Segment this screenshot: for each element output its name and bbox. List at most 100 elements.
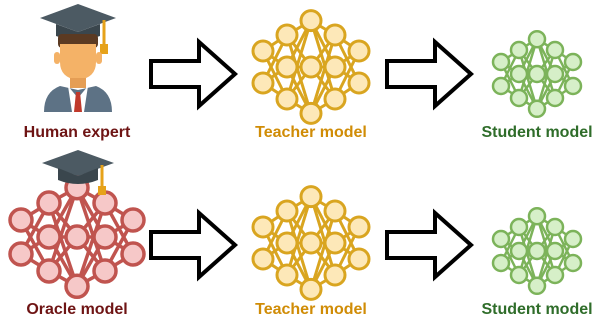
network-node — [527, 206, 547, 226]
network-node — [347, 215, 371, 239]
network-node — [8, 207, 34, 233]
network-edge — [517, 226, 539, 287]
network-node — [299, 9, 323, 33]
network-edge — [285, 196, 313, 276]
network-node — [509, 265, 529, 285]
network-node — [347, 39, 371, 63]
network-node — [36, 258, 62, 284]
network-node — [323, 87, 347, 111]
network-node — [563, 229, 583, 249]
network-node — [92, 224, 118, 250]
arrows — [149, 37, 475, 282]
network-node — [299, 55, 323, 79]
network-edge — [285, 34, 313, 114]
network-node — [299, 277, 323, 301]
network-node — [563, 253, 583, 273]
network-node — [491, 76, 511, 96]
network-node — [527, 241, 547, 261]
network-node — [545, 40, 565, 60]
network-node — [120, 241, 146, 267]
network-edge — [47, 202, 79, 287]
network-node — [64, 224, 90, 250]
network-node — [563, 76, 583, 96]
arrow-icon — [149, 37, 239, 111]
network-node — [509, 40, 529, 60]
network-node — [545, 217, 565, 237]
student-model-label: Student model — [481, 301, 593, 318]
teacher-model-label: Teacher model — [255, 124, 367, 141]
network-edge — [75, 202, 107, 287]
network-node — [491, 229, 511, 249]
network-node — [323, 231, 347, 255]
network-node — [347, 71, 371, 95]
network-node — [92, 190, 118, 216]
network-node — [545, 88, 565, 108]
network-node — [299, 231, 323, 255]
network-node — [64, 273, 90, 300]
network-node — [527, 29, 547, 49]
network-edge — [535, 49, 557, 110]
student-network-icon — [491, 29, 583, 119]
network-node — [491, 52, 511, 72]
network-edge — [535, 226, 557, 287]
network-node — [92, 258, 118, 284]
network-node — [491, 253, 511, 273]
network-node — [347, 247, 371, 271]
network-node — [299, 101, 323, 125]
graduation-cap-icon — [42, 150, 114, 195]
network-edge — [535, 215, 557, 276]
network-node — [527, 99, 547, 119]
human-expert-icon — [40, 4, 116, 112]
network-edge — [309, 196, 337, 276]
teacher-network-icon — [251, 185, 371, 301]
network-node — [275, 199, 299, 223]
network-node — [36, 224, 62, 250]
network-node — [120, 207, 146, 233]
network-edge — [517, 215, 539, 276]
network-node — [509, 241, 529, 261]
network-edge — [535, 38, 557, 99]
network-node — [275, 263, 299, 287]
network-node — [275, 23, 299, 47]
arrow-icon — [385, 208, 475, 282]
network-node — [251, 71, 275, 95]
network-node — [323, 263, 347, 287]
network-edge — [309, 20, 337, 100]
teacher-model-label: Teacher model — [255, 301, 367, 318]
teacher-network-icon — [251, 9, 371, 125]
network-node — [251, 39, 275, 63]
network-node — [36, 190, 62, 216]
network-edge — [285, 210, 313, 290]
network-node — [251, 247, 275, 271]
network-node — [299, 185, 323, 209]
network-node — [275, 87, 299, 111]
network-node — [323, 23, 347, 47]
arrow-icon — [149, 208, 239, 282]
human-expert-label: Human expert — [23, 124, 131, 141]
network-node — [545, 64, 565, 84]
network-edge — [517, 38, 539, 99]
network-node — [527, 64, 547, 84]
arrow-icon — [385, 37, 475, 111]
network-edge — [75, 187, 107, 272]
student-model-label: Student model — [481, 124, 593, 141]
network-edge — [309, 34, 337, 114]
network-node — [509, 88, 529, 108]
oracle-network-icon — [8, 150, 146, 300]
network-node — [251, 215, 275, 239]
network-node — [275, 55, 299, 79]
network-node — [275, 231, 299, 255]
oracle-model-label: Oracle model — [26, 301, 128, 318]
network-node — [545, 241, 565, 261]
network-edge — [517, 49, 539, 110]
student-network-icon — [491, 206, 583, 296]
network-node — [545, 265, 565, 285]
network-node — [323, 199, 347, 223]
network-node — [509, 64, 529, 84]
network-node — [527, 276, 547, 296]
network-node — [8, 241, 34, 267]
network-edge — [285, 20, 313, 100]
network-node — [323, 55, 347, 79]
network-edge — [309, 210, 337, 290]
